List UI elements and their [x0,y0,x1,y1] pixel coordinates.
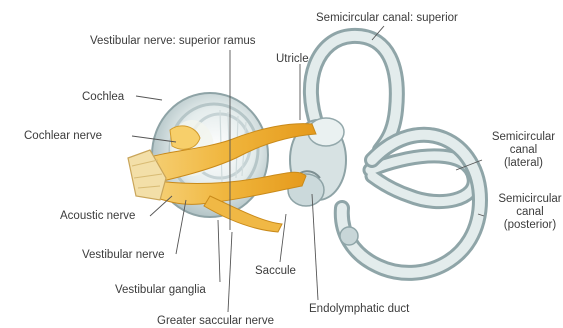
label-line: (lateral) [484,157,563,170]
label-vestibular-nerve-superior-ramus: Vestibular nerve: superior ramus [90,35,256,48]
label-vestibular-ganglia: Vestibular ganglia [115,284,206,297]
label-greater-saccular-nerve: Greater saccular nerve [157,315,274,328]
label-line: Semicircular [484,131,563,144]
label-cochlear-nerve: Cochlear nerve [24,130,102,143]
lateral-semicircular-canal [370,156,474,202]
label-vestibular-nerve: Vestibular nerve [82,249,164,262]
label-semicircular-canal-superior: Semicircular canal: superior [316,12,458,25]
label-saccule: Saccule [255,265,296,278]
label-utricle: Utricle [276,53,309,66]
label-line: (posterior) [497,219,563,232]
label-semicircular-canal-lateral: Semicircular canal (lateral) [484,131,563,170]
label-acoustic-nerve: Acoustic nerve [60,210,135,223]
label-line: canal [497,206,563,219]
label-semicircular-canal-posterior: Semicircular canal (posterior) [497,193,563,232]
label-endolymphatic-duct: Endolymphatic duct [309,303,409,316]
label-cochlea: Cochlea [82,91,124,104]
label-line: Semicircular [497,193,563,206]
label-line: canal [484,144,563,157]
